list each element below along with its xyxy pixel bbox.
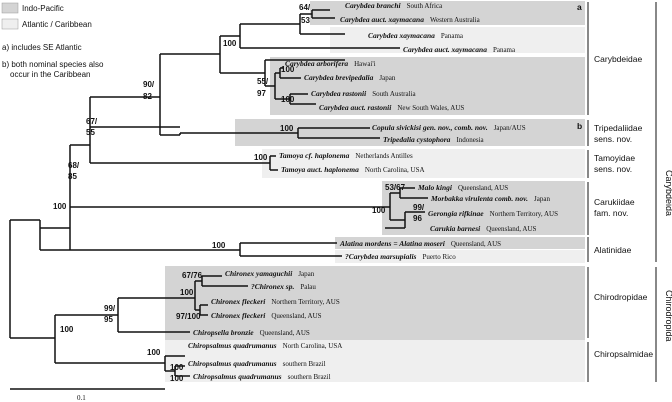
support-value: 100 — [60, 325, 74, 334]
family-chirodropidae: Chirodropidae — [594, 292, 648, 302]
family-carybdeidae: Carybdeidae — [594, 54, 642, 64]
legend-note-b-line2: occur in the Caribbean — [10, 70, 91, 79]
support-value: 100 — [212, 241, 226, 250]
legend-note-b-line1: b) both nominal species also — [2, 60, 104, 69]
box-atl-chiropsalmidae — [165, 340, 585, 382]
box-indo-chirodropidae — [165, 266, 585, 340]
support-value: 90/ — [143, 80, 155, 89]
family-chiropsalmidae: Chiropsalmidae — [594, 349, 653, 359]
support-value: 96 — [413, 214, 422, 223]
legend-atlantic: Atlantic / Caribbean — [22, 20, 92, 29]
box-indo-carukiidae — [382, 181, 585, 235]
family-carukiidae-line1: Carukiidae — [594, 197, 635, 207]
support-value: 99/ — [413, 203, 425, 212]
family-alatinidae: Alatinidae — [594, 245, 632, 255]
support-value: 97 — [257, 89, 266, 98]
support-value: 100 — [281, 65, 295, 74]
support-value: 53/67 — [385, 183, 406, 192]
support-value: 100 — [147, 348, 161, 357]
support-value: 100 — [170, 374, 184, 383]
support-value: 55/ — [257, 77, 269, 86]
support-value: 67/ — [86, 117, 98, 126]
support-value: 100 — [280, 124, 294, 133]
family-carukiidae-line2: fam. nov. — [594, 208, 628, 218]
support-value: 64/ — [299, 3, 311, 12]
support-value: 100 — [170, 363, 184, 372]
support-value: 55 — [86, 128, 95, 137]
scale-label: 0.1 — [77, 394, 86, 402]
order-chirodropida: Chirodropida — [664, 290, 672, 342]
region-boxes — [165, 1, 585, 382]
box-atl-tamoyidae — [262, 149, 585, 178]
taxon-label: ?Chironex sp.Palau — [251, 282, 316, 291]
taxon-label: Copula sivickisi gen. nov., comb. nov.Ja… — [372, 123, 526, 132]
support-values: 64/ 53 100 100 55/ 97 100 90/ 82 100 67/… — [53, 3, 425, 383]
support-value: 95 — [104, 315, 113, 324]
support-value: 53 — [301, 16, 310, 25]
box-indo-branchi — [310, 1, 585, 25]
support-value: 82 — [143, 92, 152, 101]
order-carybdeida: Carybdeida — [664, 170, 672, 216]
support-value: 100 — [223, 39, 237, 48]
taxon-label: Morbakka virulenta comb. nov.Japan — [430, 194, 550, 203]
family-tripedaliidae-line2: sens. nov. — [594, 134, 632, 144]
box-letter-b: b — [577, 121, 582, 131]
support-value: 85 — [68, 172, 77, 181]
box-atl-marsupialis — [335, 250, 585, 263]
support-value: 68/ — [68, 161, 80, 170]
support-value: 99/ — [104, 304, 116, 313]
support-value: 100 — [372, 206, 386, 215]
support-value: 100 — [281, 95, 295, 104]
legend-indo-pacific: Indo-Pacific — [22, 4, 64, 13]
box-letter-a: a — [577, 2, 582, 12]
support-value: 67/76 — [182, 271, 203, 280]
box-indo-arborifera — [270, 57, 585, 115]
box-indo-alatina — [335, 237, 585, 249]
support-value: 100 — [254, 153, 268, 162]
family-brackets — [587, 2, 657, 382]
legend-swatch-atlantic — [1, 18, 19, 30]
legend-swatch-indo-pacific — [1, 2, 19, 14]
family-tripedaliidae-line1: Tripedaliidae — [594, 123, 643, 133]
support-value: 97/100 — [176, 312, 201, 321]
support-value: 100 — [180, 288, 194, 297]
family-tamoyidae-line1: Tamoyidae — [594, 153, 635, 163]
family-tamoyidae-line2: sens. nov. — [594, 164, 632, 174]
branches — [9, 9, 428, 390]
support-value: 100 — [53, 202, 67, 211]
legend-note-a: a) includes SE Atlantic — [2, 43, 82, 52]
